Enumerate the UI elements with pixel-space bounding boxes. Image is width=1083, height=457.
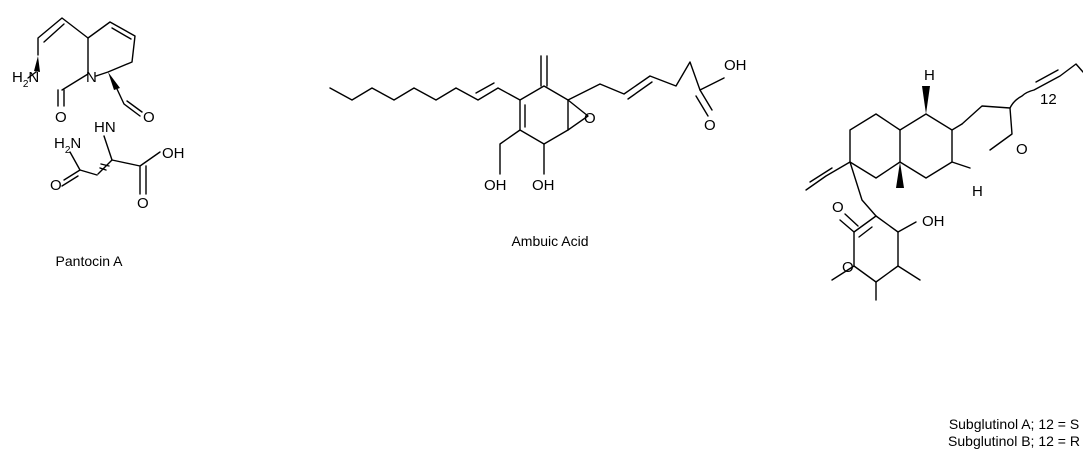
pantocin-h2n-label: H2N	[12, 69, 39, 90]
pantocin-hn-label: HN	[94, 119, 116, 136]
subglutinol-lactone-o-label: O	[832, 199, 844, 216]
ambuic-oh-2-label: OH	[532, 177, 555, 194]
subglutinol-h2-label: H	[972, 183, 983, 200]
subglutinol-structure: 12 O H H O O OH Subglutinol A; 12 = S Su…	[805, 63, 1083, 449]
subglutinol-a-caption: Subglutinol A; 12 = S	[949, 416, 1079, 432]
subglutinol-oh-label: OH	[922, 213, 945, 230]
ambuic-acid-oh-label: OH	[724, 57, 747, 74]
pantocin-a-caption: Pantocin A	[56, 253, 124, 269]
ambuic-oh-1-label: OH	[484, 177, 507, 194]
subglutinol-h1-label: H	[924, 67, 935, 84]
pantocin-oh-label: OH	[162, 145, 185, 162]
pantocin-amide-o-label: O	[143, 109, 155, 126]
pantocin-keto-o-label: O	[55, 109, 67, 126]
subglutinol-locant-12: 12	[1040, 91, 1057, 108]
subglutinol-furan-o-label: O	[1016, 141, 1028, 158]
pantocin-ring-n-label: N	[86, 69, 97, 86]
ambuic-epoxide-o-label: O	[584, 110, 596, 127]
ambuic-acid-o-label: O	[704, 117, 716, 134]
pantocin-a-structure: H2N N O O HN H2N O OH O Pantocin A	[12, 17, 185, 269]
ambuic-acid-structure: O OH O OH OH Ambuic Acid	[329, 55, 747, 249]
subglutinol-b-caption: Subglutinol B; 12 = R	[948, 433, 1080, 449]
pantocin-side-h2n-label: H2N	[54, 135, 81, 156]
subglutinol-ring-o-label: O	[842, 259, 854, 276]
ambuic-acid-caption: Ambuic Acid	[511, 233, 588, 249]
pantocin-side-o-label: O	[50, 177, 62, 194]
pantocin-acid-o-label: O	[137, 195, 149, 212]
